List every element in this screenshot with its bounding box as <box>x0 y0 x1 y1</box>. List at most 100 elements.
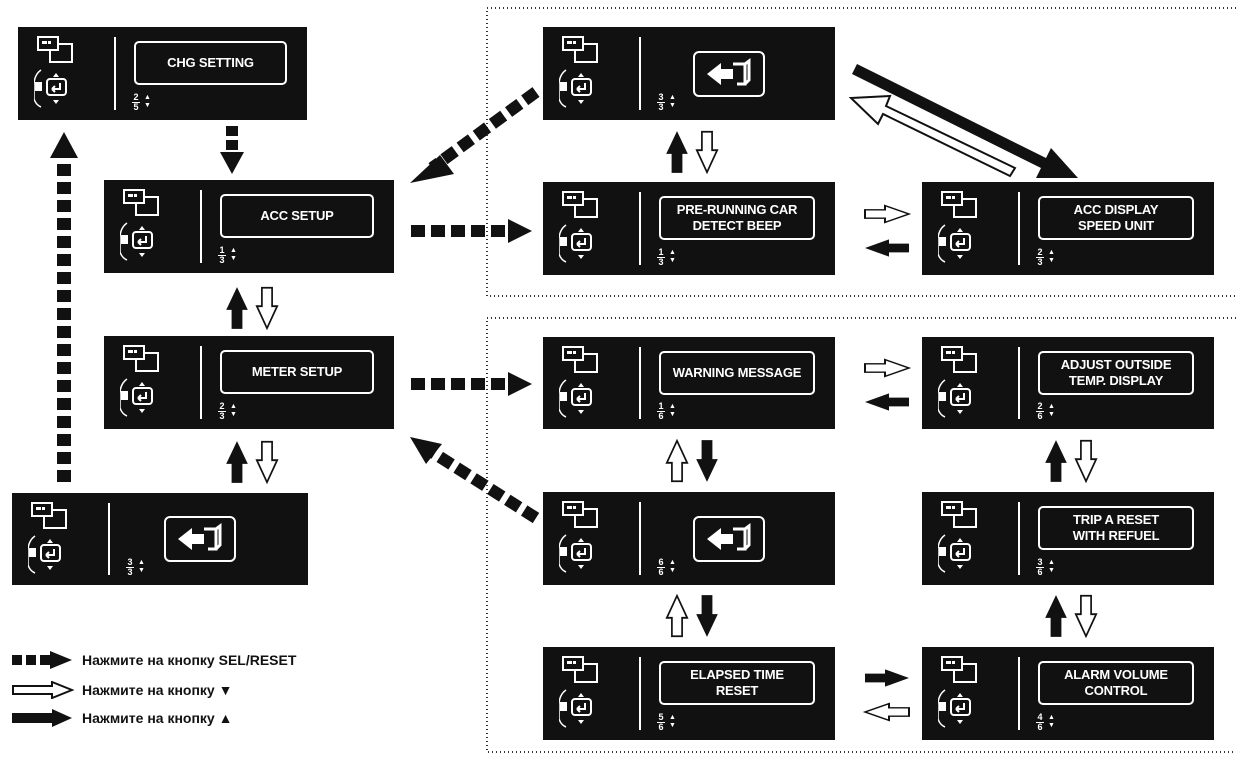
page-number: 1 <box>657 247 665 258</box>
page-total: 3 <box>219 411 225 421</box>
page-number: 2 <box>1036 401 1044 412</box>
up-arrow-elapsed-to-meter-return <box>665 594 689 638</box>
legend-sel-reset: Нажмите на кнопку SEL/RESET <box>12 651 296 669</box>
page-total: 3 <box>219 255 225 265</box>
page-scroll-icon: ▲▼ <box>230 403 237 418</box>
up-arrow-acc-return-to-acc-display <box>852 64 1078 178</box>
up-arrow-adjust-to-warning <box>865 393 909 411</box>
screen-divider <box>200 346 202 419</box>
down-arrow-meter-to-return <box>255 440 279 484</box>
screen-divider <box>114 37 116 110</box>
page-total: 6 <box>658 411 664 421</box>
legend-down-text: Нажмите на кнопку ▼ <box>82 682 233 698</box>
page-total: 5 <box>133 102 139 112</box>
page-scroll-icon: ▲▼ <box>669 94 676 109</box>
down-arrow-acc-to-meter <box>255 286 279 330</box>
page-scroll-icon: ▲▼ <box>230 247 237 262</box>
menu-icon <box>559 501 598 573</box>
sel-reset-arrow-meter-return-to-meter <box>410 437 540 524</box>
page-total: 6 <box>658 722 664 732</box>
page-scroll-icon: ▲▼ <box>669 403 676 418</box>
screen-divider <box>108 503 110 575</box>
page-total: 3 <box>1037 257 1043 267</box>
page-scroll-icon: ▲▼ <box>1048 714 1055 729</box>
page-number: 3 <box>1036 557 1044 568</box>
screen-divider <box>639 37 641 110</box>
sel-reset-arrow-acc-return-to-acc <box>410 87 540 183</box>
page-scroll-icon: ▲▼ <box>1048 559 1055 574</box>
page-total: 3 <box>127 567 133 577</box>
page-number: 4 <box>1036 712 1044 723</box>
page-scroll-icon: ▲▼ <box>669 559 676 574</box>
page-number: 6 <box>657 557 665 568</box>
legend-sel-reset-text: Нажмите на кнопку SEL/RESET <box>82 652 297 668</box>
return-icon <box>693 50 765 97</box>
menu-label: ACC SETUP <box>220 194 374 238</box>
acc-group-frame <box>486 7 1236 297</box>
sel-reset-arrow-chg-to-acc <box>220 126 244 174</box>
down-arrow-meter-return-to-elapsed <box>696 595 718 637</box>
hollow-arrow-icon <box>12 681 74 699</box>
page-total: 6 <box>1037 722 1043 732</box>
page-scroll-icon: ▲▼ <box>1048 403 1055 418</box>
page-scroll-icon: ▲▼ <box>669 714 676 729</box>
screen-divider <box>639 657 641 730</box>
up-arrow-acc-display-to-pre-running <box>865 239 909 257</box>
screen-divider <box>1018 347 1020 419</box>
menu-icon <box>938 501 977 573</box>
page-scroll-icon: ▲▼ <box>144 94 151 109</box>
down-arrow-pre-running-to-acc-display <box>864 204 910 224</box>
legend-up: Нажмите на кнопку ▲ <box>12 709 232 727</box>
menu-label: ALARM VOLUME CONTROL <box>1038 661 1194 705</box>
sel-reset-arrow-return-to-chg <box>50 132 78 482</box>
menu-label: ADJUST OUTSIDE TEMP. DISPLAY <box>1038 351 1194 395</box>
legend-down: Нажмите на кнопку ▼ <box>12 681 232 699</box>
sel-reset-arrow-acc-to-pre-running <box>411 219 532 243</box>
screen-divider <box>1018 502 1020 575</box>
menu-label: ACC DISPLAY SPEED UNIT <box>1038 196 1194 240</box>
up-arrow-pre-running-to-acc-return <box>666 131 688 173</box>
menu-icon <box>120 345 159 417</box>
down-arrow-alarm-to-elapsed <box>864 702 910 722</box>
menu-label: WARNING MESSAGE <box>659 351 815 395</box>
down-arrow-adjust-to-trip <box>1074 439 1098 483</box>
menu-icon <box>938 656 977 728</box>
page-number: 5 <box>657 712 665 723</box>
legend-up-text: Нажмите на кнопку ▲ <box>82 710 233 726</box>
page-number: 1 <box>218 245 226 256</box>
menu-label: METER SETUP <box>220 350 374 394</box>
menu-icon <box>559 191 598 263</box>
up-arrow-trip-to-adjust <box>1045 440 1067 482</box>
page-scroll-icon: ▲▼ <box>1048 249 1055 264</box>
menu-label: CHG SETTING <box>134 41 287 85</box>
page-total: 6 <box>1037 411 1043 421</box>
screen-divider <box>639 192 641 265</box>
down-arrow-acc-display-to-acc-return <box>848 94 1017 178</box>
menu-icon <box>28 502 67 574</box>
page-total: 6 <box>658 567 664 577</box>
page-scroll-icon: ▲▼ <box>138 559 145 574</box>
